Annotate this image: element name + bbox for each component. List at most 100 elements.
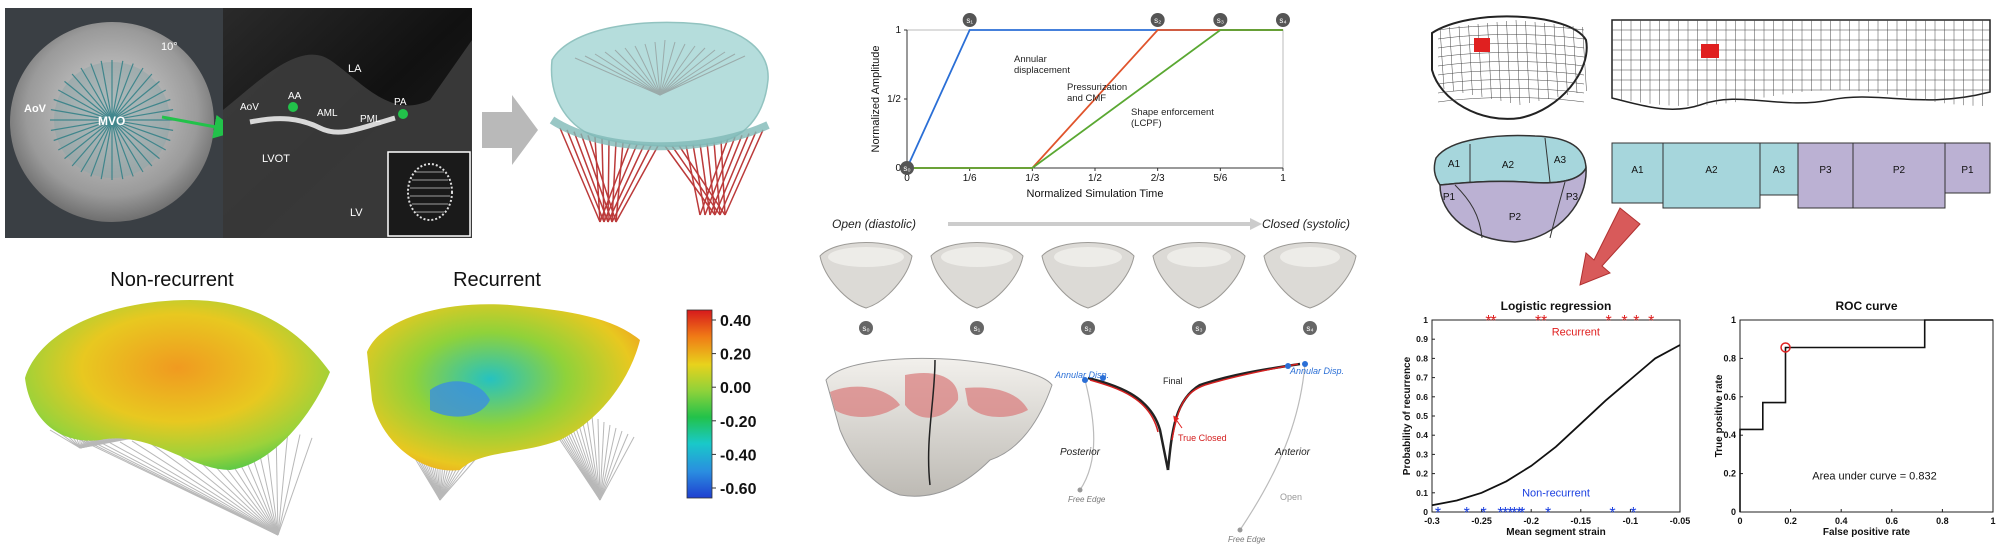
spoke-line [100,60,113,121]
model-spoke-line [659,39,666,96]
annulus-grid-lines [1437,19,1587,106]
nonrecurrent-point: * [1507,505,1513,522]
state-marker-label: s₂ [1154,16,1161,25]
state-marker-label: s₁ [966,16,973,25]
logistic-xlabel: Mean segment strain [1506,527,1605,538]
model-spoke-line [659,51,726,96]
echo-leaflets [249,115,396,135]
segment-flat-cell [1797,142,1854,209]
chorda-line [692,144,706,216]
spoke-line [111,119,134,177]
chorda-line [664,145,716,216]
colorbar-tick-label: -0.20 [720,414,757,431]
roc-xtick-label: 1 [1990,516,1995,526]
logistic-regression-chart: Logistic regression-0.3-0.25-0.2-0.15-0.… [1402,299,1690,538]
strain-chorda-line [599,433,629,501]
spoke-line [50,119,113,131]
logistic-ytick-label: 0.2 [1416,469,1428,479]
spoke-line [71,73,113,121]
profile-open-anterior [1239,363,1306,531]
state-progress-arrowhead [1250,218,1262,230]
sim-xtick-label: 1/3 [1025,173,1039,184]
nonrecurrent-point: * [1464,505,1470,522]
spoke-line [111,98,171,121]
strain-chorda-line [277,437,313,536]
sim-series-label: and CMF [1067,93,1106,104]
grid-3d-curve [1437,52,1585,58]
anterior-label: Anterior [1274,447,1311,458]
sim-ylabel: Normalized Amplitude [870,46,882,153]
segment-label-3d: A3 [1554,155,1567,166]
chorda-line [559,127,601,223]
sim-series-label: Shape enforcement [1131,107,1214,118]
mesh-red-region-2 [905,372,959,418]
spoke-line [111,119,166,151]
recurrent-point: * [1535,313,1541,330]
spoke-line [111,119,171,142]
spoke-line [111,63,134,121]
logistic-ytick-label: 0.9 [1416,334,1428,344]
marker-pa [398,109,408,119]
logistic-xtick-label: -0.25 [1471,516,1492,526]
annular-point-right [1285,363,1291,369]
segment-divider [1544,137,1551,183]
grid-3d-curve [1437,70,1585,76]
chorda-line [580,133,613,223]
chorda-line [603,144,638,223]
colorbar [686,309,713,499]
spoke-line [50,109,113,121]
roc-xtick-label: 0.2 [1784,516,1797,526]
logistic-curve [1431,344,1681,507]
annular-disp-right-label: Annular Disp. [1289,366,1344,376]
annulus-grid-3d [1431,15,1588,120]
spoke-line [111,119,124,180]
segment-label-flat: P1 [1961,165,1974,176]
label-aml: AML [317,108,338,119]
closed-label: Closed (systolic) [1262,217,1350,231]
state-marker [900,161,914,175]
segment-label-3d: P2 [1509,212,1522,223]
colorbar-tick-label: 0.20 [720,347,751,364]
segment-label-flat: P3 [1819,165,1832,176]
state-marker-bottom [859,321,873,335]
chorda-line [566,129,605,223]
state-valve-top [1167,247,1231,267]
label-la: LA [348,63,362,75]
logistic-title: Logistic regression [1501,299,1612,313]
grid-flat-highlight [1701,44,1719,58]
model-spoke-line [659,49,716,96]
strain-chorda-line [599,424,611,501]
chorda-line [611,141,617,223]
chorda-line [704,136,736,216]
chorda-line [719,131,757,216]
nonrecurrent-point: * [1511,505,1517,522]
chordae-model [549,21,770,223]
strain-chorda-line [277,430,289,536]
state-marker [962,13,977,27]
segment-label-flat: A1 [1631,165,1644,176]
sim-xtick-label: 0 [904,173,910,184]
sim-series-label: displacement [1014,65,1070,76]
colorbar-tick-label: -0.40 [720,447,757,464]
segment-flat-cell [1662,142,1761,209]
roc-auc-label: Area under curve = 0.832 [1812,470,1936,482]
chorda-line [615,145,659,223]
grid-3d-line [1544,22,1549,100]
recurrent-valve-map [367,304,640,471]
nonrecurrent-point: * [1502,505,1508,522]
recurrent-point: * [1648,313,1654,330]
spoke-line [111,119,153,167]
chorda-line [671,145,721,216]
colorbar-ticks: 0.400.200.00-0.20-0.40-0.60 [712,313,757,498]
roc-xtick-label: 0 [1737,516,1742,526]
chorda-line [573,131,609,223]
recurrent-low-strain-region [430,381,490,417]
nonrecurrent-point: * [1609,505,1615,522]
sim-xlabel: Normalized Simulation Time [1027,188,1164,200]
model-spoke-line [604,51,661,96]
grid-3d-line [1439,27,1445,90]
state-label: s₁ [974,324,981,333]
roc-ytick-label: 0 [1731,507,1736,517]
